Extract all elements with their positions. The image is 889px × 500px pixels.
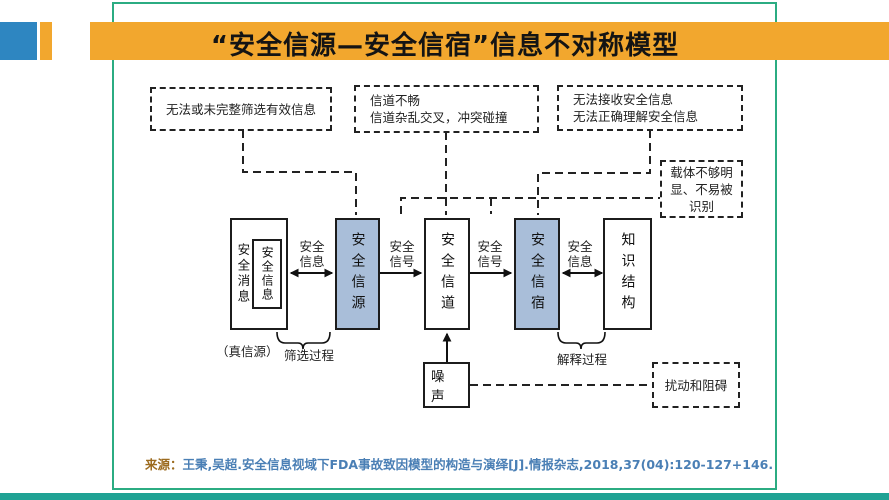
title-banner: [90, 22, 889, 60]
note-disturbance-text: 扰动和阻碍: [664, 377, 728, 393]
box-safety-message-label: 安全消息: [235, 243, 251, 305]
citation-line: 来源：王秉,吴超.安全信息视域下FDA事故致因模型的构造与演绎[J].情报杂志,…: [145, 454, 773, 473]
label-interpret-process: 解释过程: [556, 352, 607, 367]
label-true-source: （真信源）: [216, 344, 279, 359]
box-safety-channel-label: 安全信道: [439, 232, 455, 316]
note-channel-problem-text: 信道不畅 信道杂乱交叉，冲突碰撞: [370, 93, 508, 125]
box-knowledge-structure: 知识结构: [603, 218, 652, 330]
decoration-blue-bar: [0, 22, 37, 60]
label-safety-info-left: 安全 信息: [299, 239, 325, 269]
note-receive-failure-text: 无法接收安全信息 无法正确理解安全信息: [573, 92, 699, 124]
dashed-link-receive-to-sink: [537, 130, 651, 215]
note-disturbance: 扰动和阻碍: [652, 362, 740, 408]
box-noise-label: 噪声: [431, 369, 451, 405]
brace-interpret-process: [557, 331, 606, 350]
box-safety-source: 安全信源: [335, 218, 380, 330]
citation-prefix: 来源：: [145, 457, 183, 472]
label-safety-info-right: 安全 信息: [567, 239, 593, 269]
note-receive-failure: 无法接收安全信息 无法正确理解安全信息: [557, 85, 743, 131]
note-carrier-unclear: 载体不够明显、不易被识别: [660, 160, 743, 218]
box-safety-sink-label: 安全信宿: [529, 232, 545, 316]
box-safety-message: 安全消息 安全信息: [230, 218, 288, 330]
dashed-link-horizontal-to-carrier: [400, 197, 660, 214]
slide-title: “安全信源—安全信宿”信息不对称模型: [210, 31, 680, 61]
label-safety-signal-left: 安全 信号: [389, 239, 415, 269]
box-noise: 噪声: [423, 362, 470, 408]
box-knowledge-structure-label: 知识结构: [619, 232, 636, 316]
dashed-link-filter-to-source: [242, 130, 357, 215]
brace-filter-process: [276, 331, 331, 350]
label-safety-signal-right: 安全 信号: [477, 239, 503, 269]
box-safety-channel: 安全信道: [424, 218, 470, 330]
note-carrier-unclear-text: 载体不够明显、不易被识别: [670, 164, 733, 214]
citation-text: 王秉,吴超.安全信息视域下FDA事故致因模型的构造与演绎[J].情报杂志,201…: [182, 457, 774, 472]
decoration-gold-bar: [40, 22, 52, 60]
note-filter-failure: 无法或未完整筛选有效信息: [150, 87, 332, 131]
bottom-accent-bar: [0, 493, 889, 500]
box-safety-info-inner-label: 安全信息: [260, 246, 275, 302]
box-safety-source-label: 安全信源: [349, 232, 366, 316]
note-channel-problem: 信道不畅 信道杂乱交叉，冲突碰撞: [354, 85, 539, 133]
box-safety-sink: 安全信宿: [514, 218, 560, 330]
box-safety-info-inner: 安全信息: [252, 239, 283, 309]
label-filter-process: 筛选过程: [284, 348, 335, 363]
note-filter-failure-text: 无法或未完整筛选有效信息: [165, 101, 316, 117]
